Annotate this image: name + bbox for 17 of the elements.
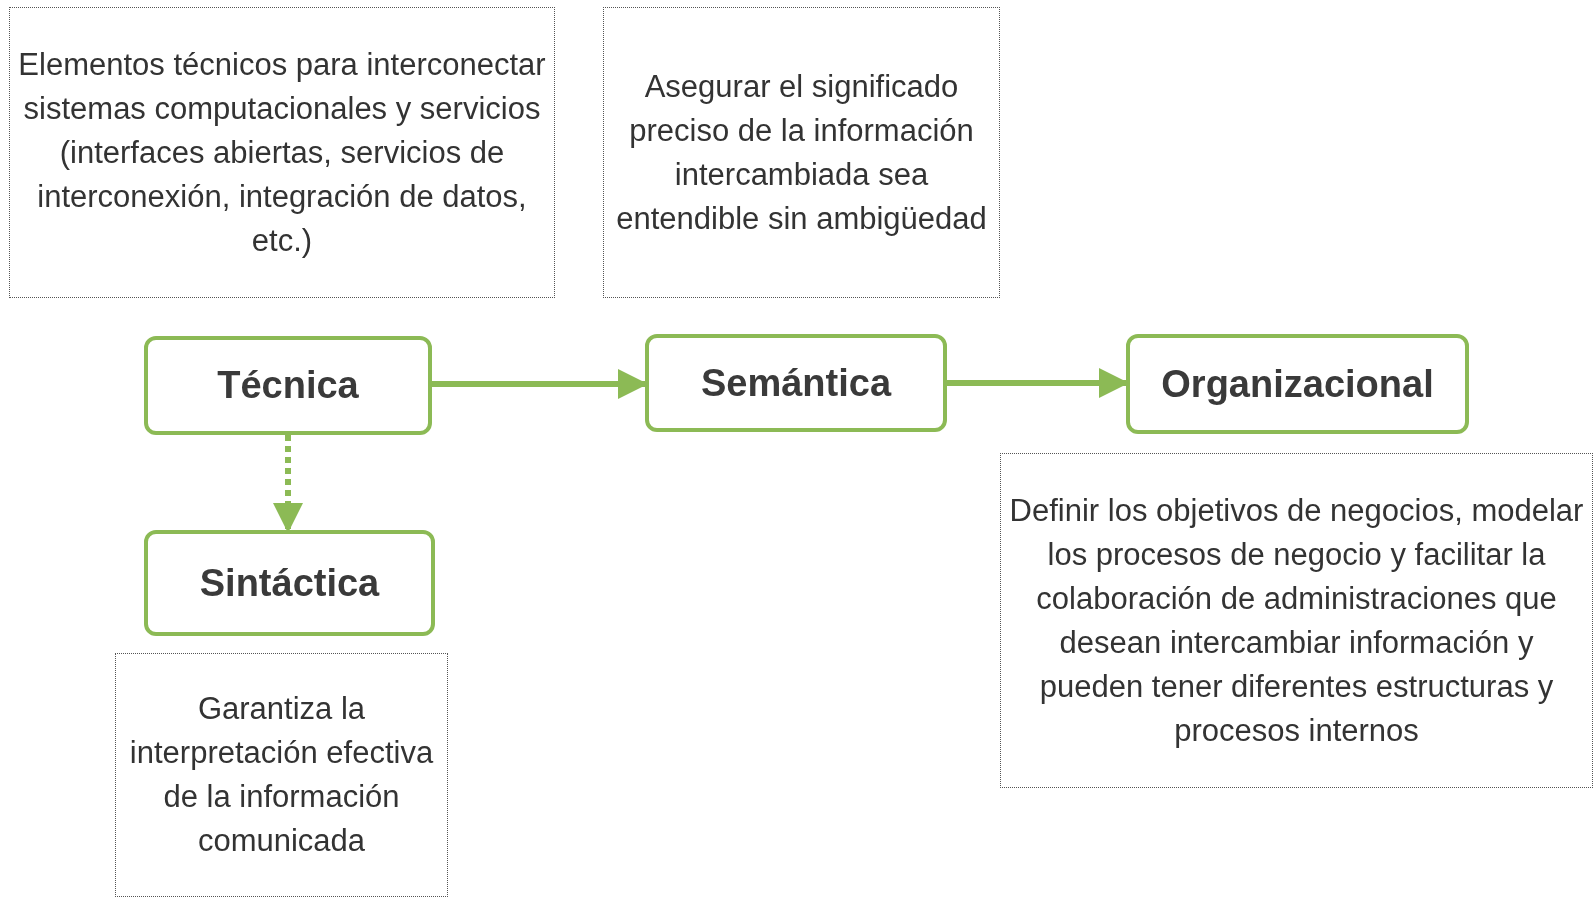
description-text: Asegurar el significado preciso de la información intercambiada sea entendible sin ambigüedad: [615, 67, 988, 238]
description-text: Elementos técnicos para interconectar sistemas computacionales y servicios (interfaces abiertas, servicios de interconexión, integración de datos, etc.): [18, 45, 546, 260]
level-box: [645, 334, 947, 432]
description-box: [603, 7, 1000, 298]
level-title: Sintáctica: [199, 561, 380, 605]
description-box: [9, 7, 555, 298]
description-text: Garantiza la interpretación efectiva de la información comunicada: [128, 690, 435, 860]
level-box: [144, 336, 432, 435]
level-title: Técnica: [217, 364, 359, 407]
description-box: [115, 653, 448, 897]
arrow: [273, 435, 303, 533]
level-title: Organizacional: [1161, 362, 1434, 406]
level-box: [144, 530, 435, 636]
description-box: [1000, 453, 1593, 788]
level-box: [1126, 334, 1469, 434]
level-title: Semántica: [700, 361, 892, 405]
description-text: Definir los objetivos de negocios, modelar los procesos de negocio y facilitar la colaboración de administraciones que desean intercambiar información y pueden tener diferentes estructuras y procesos internos: [1009, 491, 1584, 750]
